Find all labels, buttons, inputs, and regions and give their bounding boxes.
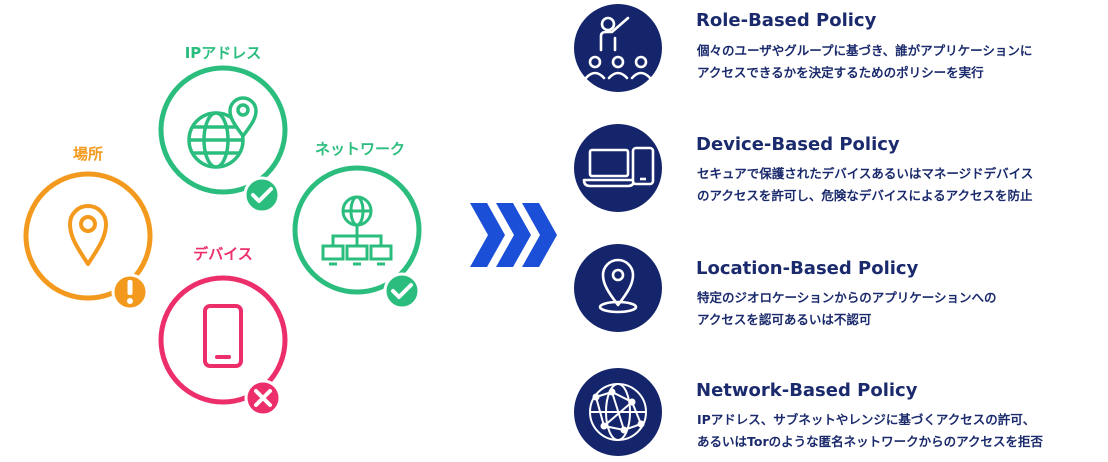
ip-address-label: IPアドレス [184,44,262,62]
network-ring [292,165,422,310]
check-badge-icon [383,272,421,310]
globe-pin-icon [187,96,258,169]
device-policy-icon-circle [574,124,662,212]
role-policy-title: Role-Based Policy [696,10,877,31]
description-line: 特定のジオロケーションからのアプリケーションへの [697,290,997,305]
description-line: アクセスを認可あるいは不認可 [697,312,872,327]
description-line: セキュアで保護されたデバイスあるいはマネージドデバイス [697,166,1034,181]
warning-badge-icon [111,273,149,311]
cross-badge-icon [244,379,282,417]
location-label: 場所 [72,145,104,163]
network-label: ネットワーク [314,140,406,158]
location-ring [23,171,153,311]
network-tree-icon [321,195,393,266]
smartphone-icon [203,304,243,368]
description-line: あるいはTorのような匿名ネットワークからのアクセスを拒否 [697,434,1043,449]
location-pin-icon [598,258,638,314]
check-badge-icon [243,176,281,214]
location-pin-icon [68,204,108,266]
description-line: 個々のユーザやグループに基づき、誰がアプリケーションに [697,43,1033,58]
device-label: デバイス [193,245,253,263]
device-ring [158,275,288,417]
location-policy-description: 特定のジオロケーションからのアプリケーションへの アクセスを認可あるいは不認可 [697,287,997,331]
network-policy-icon-circle [574,368,662,456]
location-policy-title: Location-Based Policy [696,258,919,279]
location-policy-icon-circle [574,244,662,332]
chevron-arrows-icon [470,203,557,267]
description-line: IPアドレス、サブネットやレンジに基づくアクセスの許可、 [697,412,1036,427]
network-policy-description: IPアドレス、サブネットやレンジに基づくアクセスの許可、 あるいはTorのような… [697,409,1043,453]
role-policy-icon-circle [574,4,662,92]
network-policy-title: Network-Based Policy [696,380,918,401]
description-line: アクセスできるかを決定するためのポリシーを実行 [697,65,984,80]
device-policy-description: セキュアで保護されたデバイスあるいはマネージドデバイス のアクセスを許可し、危険… [697,163,1033,207]
ip-address-ring [158,65,288,214]
role-policy-description: 個々のユーザやグループに基づき、誰がアプリケーションに アクセスできるかを決定す… [697,40,1032,84]
description-line: のアクセスを許可し、危険なデバイスによるアクセスを防止 [697,188,1033,203]
laptop-phone-icon [582,146,655,188]
device-policy-title: Device-Based Policy [696,134,900,155]
presenter-audience-icon [584,16,652,80]
